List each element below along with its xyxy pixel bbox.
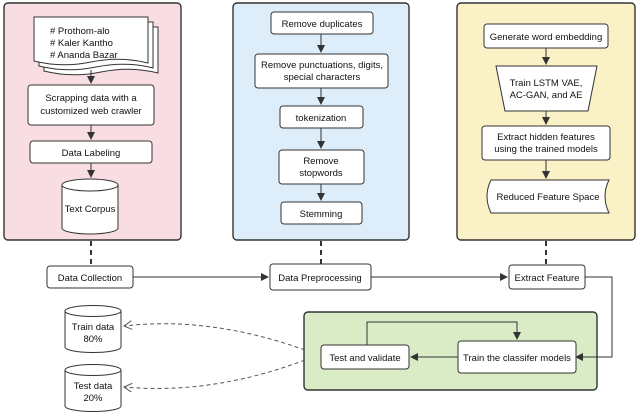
train-data-label-1: Train data (72, 322, 115, 333)
extract-hidden-node: Extract hidden features using the traine… (481, 125, 611, 161)
news-sources-document: # Prothom-alo # Kaler Kantho # Ananda Ba… (33, 16, 159, 76)
text-corpus-cylinder: Text Corpus (61, 178, 119, 235)
train-classifier-label: Train the classifer models (463, 353, 571, 364)
scrape-label-1: Scrapping data with a (45, 93, 137, 104)
extract-hidden-label-2: using the trained models (494, 144, 598, 155)
scrape-node: Scrapping data with a customized web cra… (27, 84, 155, 126)
train-models-node: Train LSTM VAE, AC-GAN, and AE (495, 65, 598, 112)
stage-data-preprocessing: Data Preprocessing (269, 263, 372, 291)
text-corpus-label: Text Corpus (65, 204, 116, 215)
test-data-cylinder: Test data 20% (64, 364, 122, 412)
remove-punctuation-node: Remove punctuations, digits, special cha… (254, 53, 389, 89)
stage-data-collection: Data Collection (46, 265, 134, 289)
labeling-label: Data Labeling (62, 148, 121, 159)
train-models-label-2: AC-GAN, and AE (510, 90, 583, 101)
tokenization-label: tokenization (296, 113, 347, 124)
train-classifier-node: Train the classifer models (457, 340, 577, 374)
to-train-data-arrow (124, 324, 306, 351)
train-models-label-1: Train LSTM VAE, (510, 78, 583, 89)
remove-stopwords-label-1: Remove (303, 156, 338, 167)
word-embedding-label: Generate word embedding (490, 32, 603, 43)
test-validate-label: Test and validate (329, 353, 400, 364)
stage-data-collection-label: Data Collection (58, 273, 122, 284)
source-line-3: # Ananda Bazar (50, 50, 118, 61)
tokenization-node: tokenization (279, 105, 364, 129)
remove-stopwords-node: Remove stopwords (278, 149, 365, 185)
remove-duplicates-label: Remove duplicates (282, 19, 363, 30)
test-data-label-1: Test data (74, 381, 113, 392)
train-data-label-2: 80% (83, 334, 103, 345)
test-data-label-2: 20% (83, 393, 103, 404)
source-line-2: # Kaler Kantho (50, 38, 113, 49)
remove-punctuation-label-1: Remove punctuations, digits, (261, 60, 383, 71)
remove-punctuation-label-2: special characters (284, 72, 361, 83)
scrape-label-2: customized web crawler (40, 106, 141, 117)
labeling-node: Data Labeling (29, 140, 153, 164)
stage-extract-feature-label: Extract Feature (515, 273, 580, 284)
extract-hidden-label-1: Extract hidden features (497, 132, 595, 143)
stemming-node: Stemming (280, 201, 363, 225)
stemming-label: Stemming (300, 209, 343, 220)
train-data-cylinder: Train data 80% (64, 305, 122, 353)
reduced-feature-space-node: Reduced Feature Space (486, 179, 610, 214)
to-test-data-arrow (124, 359, 306, 388)
reduced-feature-space-label: Reduced Feature Space (497, 192, 600, 203)
remove-stopwords-label-2: stopwords (299, 168, 343, 179)
word-embedding-node: Generate word embedding (483, 23, 609, 49)
remove-duplicates-node: Remove duplicates (270, 11, 374, 35)
stage-extract-feature: Extract Feature (508, 264, 586, 290)
source-line-1: # Prothom-alo (50, 26, 110, 37)
test-validate-node: Test and validate (320, 344, 410, 370)
stage-data-preprocessing-label: Data Preprocessing (278, 273, 361, 284)
